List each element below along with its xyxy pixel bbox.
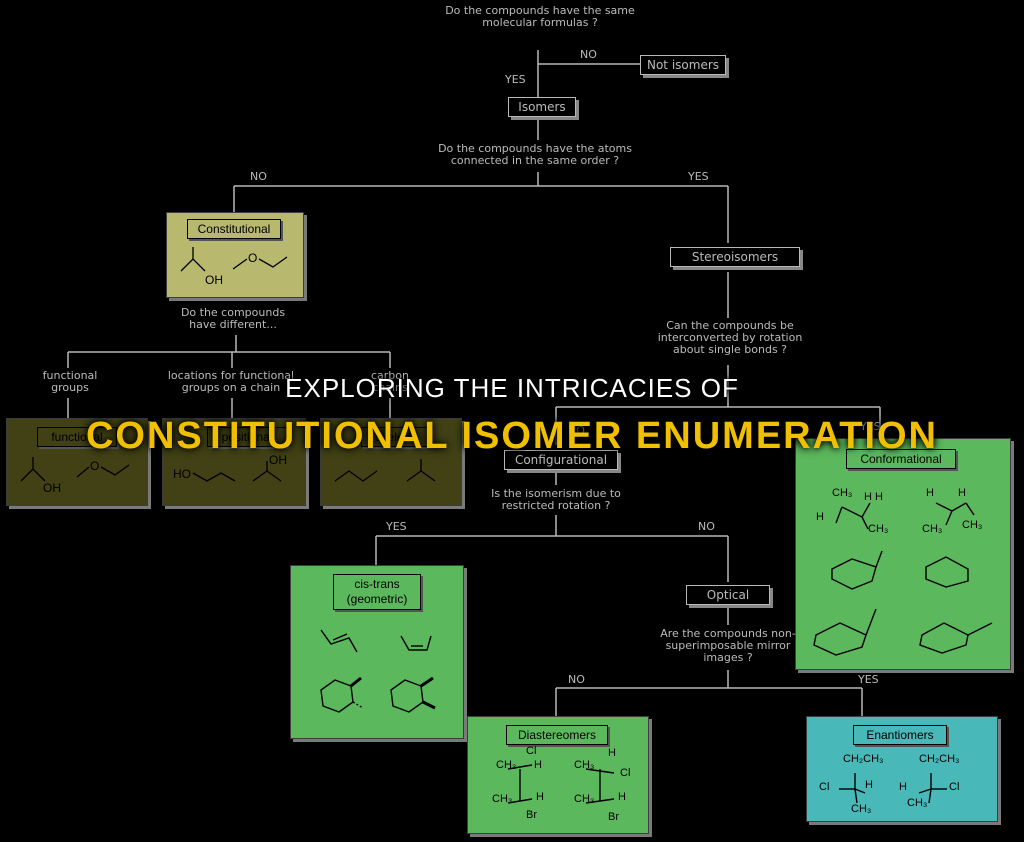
constitutional-title: Constitutional (187, 219, 281, 239)
enantiomer-h-label-1: H (865, 779, 873, 791)
question-mirror: Are the compounds non-superimposable mir… (660, 627, 796, 664)
skeletal-title: skeletal (361, 427, 431, 447)
diastereomer-br-label-1: Br (526, 809, 537, 821)
positional-title: positional (207, 427, 287, 447)
conformational-ch3-label-2: CH₃ (868, 523, 889, 535)
panel-skeletal: skeletal (320, 418, 462, 506)
conformational-ch3-label-4: CH₃ (962, 519, 983, 531)
label-carbon-chains: carbon chains (371, 369, 409, 394)
label-yes-4: YES (386, 520, 407, 533)
functional-oh-label: OH (43, 481, 61, 495)
label-yes-5: YES (858, 673, 879, 686)
label-no-1: NO (580, 48, 597, 61)
conformational-h-label-3: H (926, 487, 934, 499)
cis-trans-title: cis-trans (geometric) (333, 574, 421, 610)
enantiomer-cl-label-1: Cl (819, 781, 830, 793)
enantiomer-ch2ch3-label-2: CH₂CH₃ (919, 753, 960, 765)
diastereomer-molecules (507, 764, 615, 804)
conformational-molecules (813, 502, 993, 656)
overlay-title-line-1: EXPLORING THE INTRICACIES OF (285, 373, 739, 403)
box-not-isomers: Not isomers (640, 55, 726, 75)
panel-conformational: Conformational CH₃ H H H (795, 438, 1011, 670)
diastereomer-br-label-2: Br (608, 811, 619, 823)
conformational-title: Conformational (846, 449, 956, 469)
label-no-3: NO (568, 424, 585, 437)
conformational-h-label-2: H (816, 511, 824, 523)
diastereomer-h-label-3: H (608, 747, 616, 759)
panel-cis-trans: cis-trans (geometric) (290, 565, 464, 739)
ho-label: HO (173, 467, 191, 481)
label-locations: locations for functional groups on a cha… (167, 369, 295, 394)
oxygen-label: O (248, 251, 258, 265)
diastereomer-h-label-4: H (618, 791, 626, 803)
box-isomers: Isomers (508, 97, 576, 117)
label-no-4: NO (698, 520, 715, 533)
enantiomer-h-label-2: H (899, 781, 907, 793)
conformational-h-label-1: H H (864, 491, 883, 503)
enantiomer-ch2ch3-label-1: CH₂CH₃ (843, 753, 884, 765)
diastereomer-h-label-2: H (536, 791, 544, 803)
enantiomer-cl-label-2: Cl (949, 781, 960, 793)
enantiomer-molecules (839, 773, 947, 804)
diastereomer-ch3-label-4: CH₃ (574, 793, 595, 805)
label-no-2: NO (250, 170, 267, 183)
enantiomer-ch3-label-2: CH₃ (907, 797, 928, 809)
positional-molecules (192, 461, 282, 482)
conformational-h-label-4: H (958, 487, 966, 499)
panel-functional: functional OH O (6, 418, 148, 506)
box-configurational: Configurational (504, 450, 618, 470)
functional-oxygen-label: O (90, 459, 100, 473)
enantiomers-title: Enantiomers (853, 725, 947, 745)
question-different: Do the compounds have different... (180, 306, 286, 331)
panel-constitutional: Constitutional OH O (166, 212, 304, 298)
skeletal-molecules (334, 459, 436, 482)
diastereomers-title: Diastereomers (506, 725, 608, 745)
label-yes-3: YES (860, 420, 881, 433)
label-no-5: NO (568, 673, 585, 686)
question-rotation: Can the compounds be interconverted by r… (657, 319, 803, 356)
panel-diastereomers: Diastereomers Cl CH₃ H CH₃ H Br H CH₃ Cl… (467, 716, 649, 834)
cis-trans-molecules (320, 629, 436, 713)
question-restricted: Is the isomerism due to restricted rotat… (491, 487, 621, 512)
diastereomer-cl-label-1: Cl (526, 745, 537, 757)
label-functional-groups: functional groups (42, 369, 98, 394)
question-connected-order: Do the compounds have the atoms connecte… (438, 142, 632, 167)
enantiomer-ch3-label-1: CH₃ (851, 803, 872, 815)
constitutional-molecules (180, 247, 288, 272)
positional-oh-label: OH (269, 453, 287, 467)
functional-title: functional (37, 427, 117, 447)
panel-positional: positional HO OH (162, 418, 306, 506)
conformational-ch3-label-3: CH₃ (922, 523, 943, 535)
functional-molecules (20, 457, 130, 482)
diastereomer-ch3-label-2: CH₃ (492, 793, 513, 805)
label-yes-2: YES (688, 170, 709, 183)
box-stereoisomers: Stereoisomers (670, 247, 800, 267)
diastereomer-cl-label-2: Cl (620, 767, 631, 779)
panel-enantiomers: Enantiomers CH₂CH₃ Cl H CH₃ CH₂CH₃ H Cl … (806, 716, 998, 822)
question-molecular-formula: Do the compounds have the same molecular… (445, 4, 635, 29)
oh-label: OH (205, 273, 223, 287)
diastereomer-h-label-1: H (534, 759, 542, 771)
conformational-ch3-label-1: CH₃ (832, 487, 853, 499)
label-yes-1: YES (505, 73, 526, 86)
diastereomer-ch3-label-3: CH₃ (574, 759, 595, 771)
overlay-title-line-2: CONSTITUTIONAL ISOMER ENUMERATION (85, 415, 939, 457)
box-optical: Optical (686, 585, 770, 605)
diastereomer-ch3-label-1: CH₃ (496, 759, 517, 771)
